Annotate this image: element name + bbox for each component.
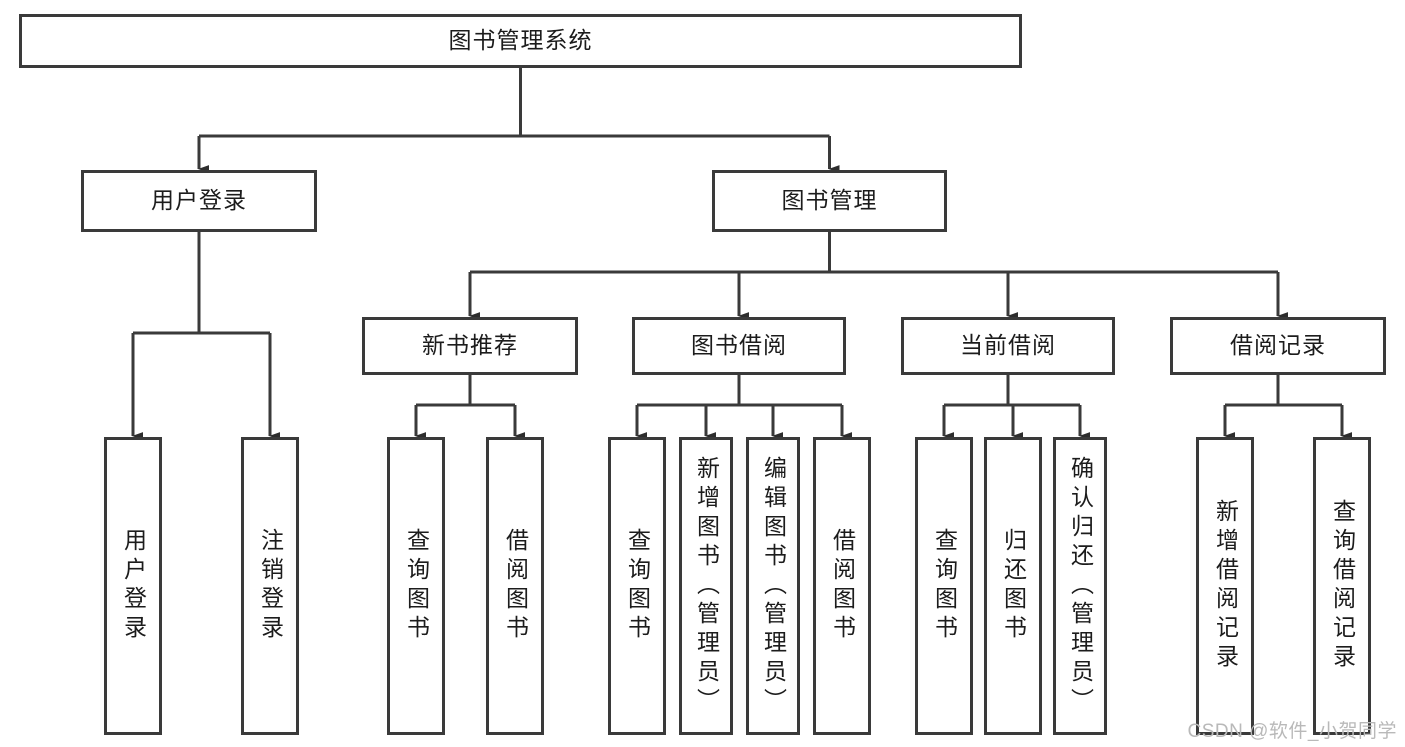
- node-label: 新书推荐: [422, 332, 518, 359]
- node-leaf-login-1[interactable]: 用户登录: [104, 437, 162, 735]
- node-label: 借阅图书: [829, 528, 856, 644]
- node-bookmgmt[interactable]: 图书管理: [712, 170, 947, 232]
- node-leaf-cur-2[interactable]: 归还图书: [984, 437, 1042, 735]
- node-label: 查询图书: [403, 528, 430, 644]
- node-leaf-cur-1[interactable]: 查询图书: [915, 437, 973, 735]
- node-label: 注销登录: [257, 528, 284, 644]
- node-borrow[interactable]: 图书借阅: [632, 317, 846, 375]
- node-label: 查询借阅记录: [1329, 499, 1356, 673]
- node-current[interactable]: 当前借阅: [901, 317, 1115, 375]
- node-leaf-login-2[interactable]: 注销登录: [241, 437, 299, 735]
- node-root[interactable]: 图书管理系统: [19, 14, 1022, 68]
- node-label: 图书借阅: [691, 332, 787, 359]
- node-label: 查询图书: [624, 528, 651, 644]
- node-leaf-rec-1[interactable]: 新增借阅记录: [1196, 437, 1254, 735]
- node-label: 图书管理: [781, 187, 878, 214]
- node-newbook[interactable]: 新书推荐: [362, 317, 578, 375]
- node-login[interactable]: 用户登录: [81, 170, 317, 232]
- node-label: 图书管理系统: [448, 27, 593, 54]
- node-records[interactable]: 借阅记录: [1170, 317, 1386, 375]
- node-leaf-bor-2[interactable]: 新增图书（管理员）: [679, 437, 733, 735]
- node-label: 归还图书: [1000, 528, 1027, 644]
- node-label: 新增借阅记录: [1212, 499, 1239, 673]
- node-leaf-bor-4[interactable]: 借阅图书: [813, 437, 871, 735]
- node-leaf-new-1[interactable]: 查询图书: [387, 437, 445, 735]
- node-leaf-bor-3[interactable]: 编辑图书（管理员）: [746, 437, 800, 735]
- node-label: 查询图书: [931, 528, 958, 644]
- node-label: 编辑图书（管理员）: [760, 455, 787, 717]
- node-label: 用户登录: [151, 187, 247, 214]
- node-leaf-bor-1[interactable]: 查询图书: [608, 437, 666, 735]
- node-label: 借阅记录: [1230, 332, 1326, 359]
- node-label: 确认归还（管理员）: [1067, 455, 1094, 717]
- node-leaf-rec-2[interactable]: 查询借阅记录: [1313, 437, 1371, 735]
- watermark-text: CSDN @软件_小贺同学: [1187, 721, 1397, 742]
- node-leaf-cur-3[interactable]: 确认归还（管理员）: [1053, 437, 1107, 735]
- node-label: 用户登录: [120, 528, 147, 644]
- node-label: 当前借阅: [960, 332, 1056, 359]
- node-label: 借阅图书: [502, 528, 529, 644]
- node-leaf-new-2[interactable]: 借阅图书: [486, 437, 544, 735]
- node-label: 新增图书（管理员）: [693, 455, 720, 717]
